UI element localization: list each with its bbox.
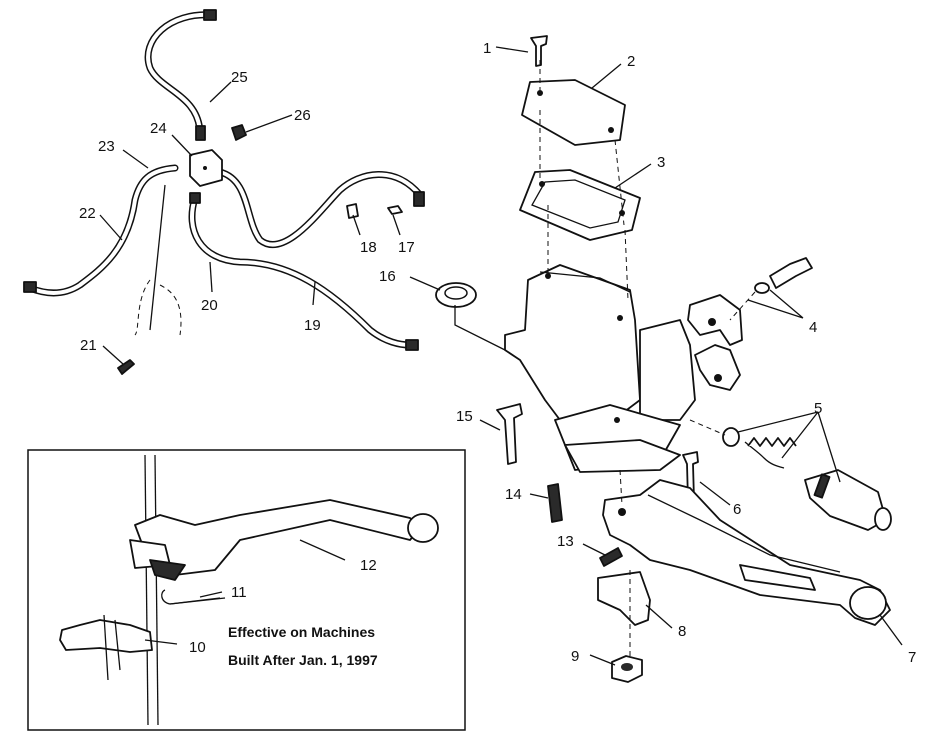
pivot-bolt-6 [682,451,699,502]
hose-clip-17 [387,205,403,215]
callout-9: 9 [571,648,579,665]
screw-13 [599,547,623,567]
callout-19: 19 [304,317,321,334]
callout-8: 8 [678,623,686,640]
callout-15: 15 [456,408,473,425]
callout-16: 16 [379,268,396,285]
brake-hose-assembly [23,9,425,375]
callout-13: 13 [557,533,574,550]
callout-23: 23 [98,138,115,155]
callout-17: 17 [398,239,415,256]
master-cylinder-body [504,264,641,431]
inset-note-line-1: Effective on Machines [228,624,375,640]
hose-clip-18 [346,203,359,219]
callout-14: 14 [505,486,522,503]
callout-20: 20 [201,297,218,314]
inset-bracket-10 [59,619,153,653]
callout-12: 12 [360,557,377,574]
cover-gasket [519,169,641,241]
callout-18: 18 [360,239,377,256]
reservoir-cover [521,79,626,146]
callout-11: 11 [231,584,247,601]
callout-25: 25 [231,69,248,86]
bolt-4 [769,257,813,289]
callout-5: 5 [814,400,822,417]
screw-1 [530,35,548,67]
callout-4: 4 [809,319,817,336]
callout-2: 2 [627,53,635,70]
callout-22: 22 [79,205,96,222]
handlebar-clamp [687,257,813,391]
callout-10: 10 [189,639,206,656]
lever-bracket-8 [597,571,651,626]
inset-note-line-2: Built After Jan. 1, 1997 [228,652,378,668]
leader-lines [99,46,903,666]
piston-assembly [689,419,892,531]
callout-1: 1 [483,40,491,57]
callout-6: 6 [733,501,741,518]
fitting-26 [231,124,247,141]
callout-3: 3 [657,154,665,171]
callout-7: 7 [908,649,916,666]
callout-24: 24 [150,120,167,137]
screw-14 [547,483,563,523]
master-cylinder-assembly [504,35,696,473]
screw-21 [117,359,135,375]
brake-lever [602,469,891,626]
callout-21: 21 [80,337,97,354]
callout-26: 26 [294,107,311,124]
callout-labels: 1 2 3 4 5 6 7 8 9 10 11 12 13 14 15 16 1… [79,40,916,666]
inset-panel [27,449,466,731]
screw-15 [496,403,523,465]
